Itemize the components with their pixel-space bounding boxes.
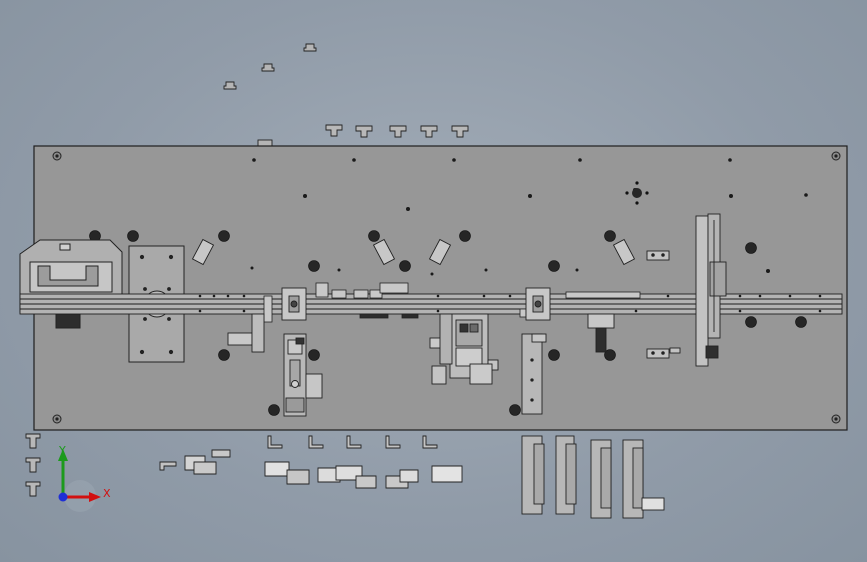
mount-pattern	[625, 181, 649, 205]
coordinate-triad	[58, 449, 101, 512]
y-axis-arrow	[58, 449, 68, 461]
floating-parts-bottom	[25, 433, 463, 497]
x-axis-arrow	[89, 492, 101, 502]
rail-carriage-2	[525, 287, 551, 321]
bar-parts	[521, 435, 665, 519]
center-station	[429, 313, 499, 385]
z-axis-dot	[58, 492, 68, 502]
right-cylinder	[587, 313, 615, 353]
rail-clamps	[263, 282, 641, 323]
plate-holes	[250, 158, 808, 276]
y-axis-label: Y	[59, 444, 66, 457]
angled-blocks	[191, 238, 636, 266]
left-bracket	[227, 313, 265, 353]
right-vertical-module	[695, 213, 727, 367]
x-axis-label: X	[103, 487, 111, 500]
rail-carriage-1	[281, 287, 307, 321]
vertical-station-2	[521, 333, 547, 415]
vertical-station-1	[283, 333, 323, 417]
plate-large-holes	[89, 230, 807, 416]
